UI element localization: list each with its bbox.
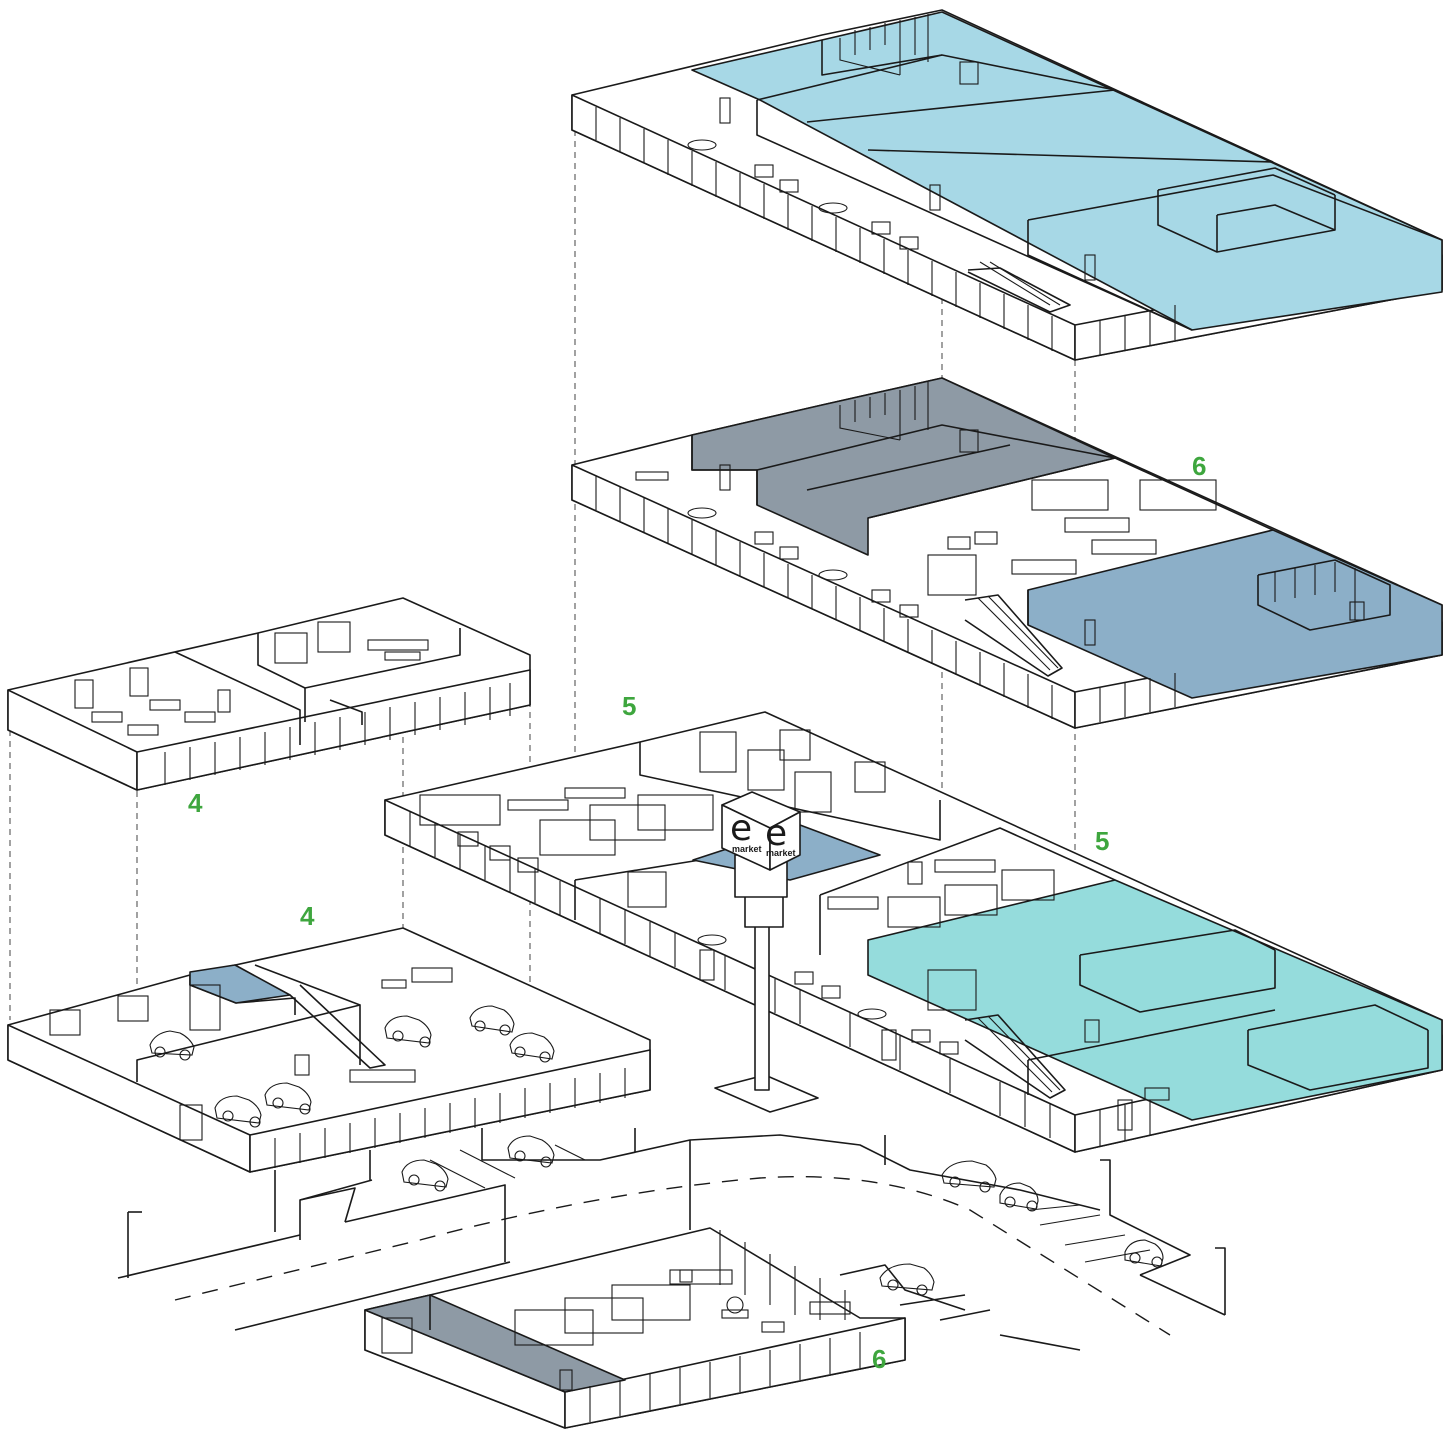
- bottom-store: [364, 1227, 906, 1429]
- showroom-cars: [149, 1005, 555, 1128]
- top-floor: [571, 9, 1443, 361]
- sign-word-left: market: [732, 844, 762, 854]
- label-level-4-upper: 4: [188, 788, 203, 818]
- second-floor: [571, 377, 1443, 729]
- office-floor: [7, 597, 531, 791]
- label-level-4-lower: 4: [300, 901, 315, 931]
- label-level-6-upper: 6: [1192, 451, 1206, 481]
- label-level-5-upper: 5: [622, 691, 636, 721]
- sign-word-right: market: [766, 848, 796, 858]
- parking-road: [117, 1128, 1226, 1351]
- sign-letter-right: e: [765, 813, 787, 854]
- pylon-sign: e market e market: [714, 791, 819, 1113]
- parked-cars: [401, 1135, 1164, 1296]
- label-level-6-lower: 6: [872, 1344, 886, 1374]
- level-labels: 4 4 5 5 6 6: [188, 451, 1206, 1374]
- sign-letter-left: e: [730, 808, 752, 849]
- showroom-floor: [7, 927, 651, 1173]
- label-level-5-right: 5: [1095, 826, 1109, 856]
